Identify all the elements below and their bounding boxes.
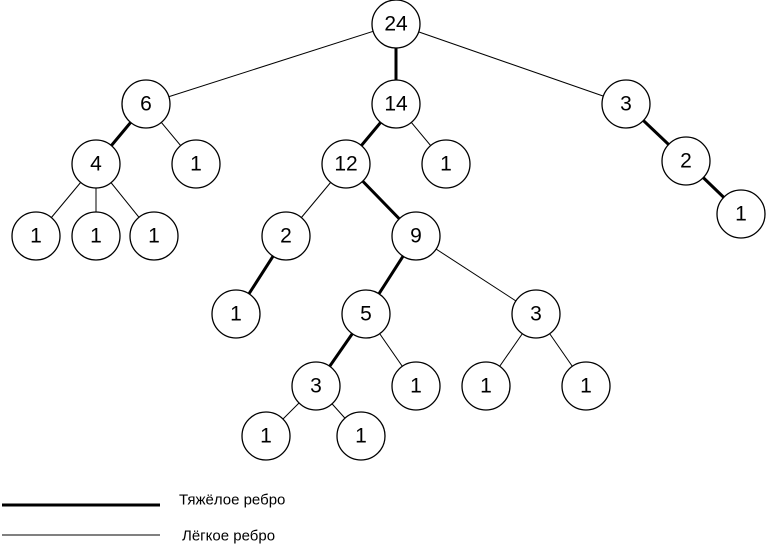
tree-node-n5: 1 (171, 139, 221, 189)
node-circle (121, 79, 171, 129)
tree-node-n15: 1 (211, 289, 261, 339)
node-value-label: 1 (30, 225, 42, 248)
tree-node-n0: 24 (371, 0, 421, 49)
node-circle (291, 361, 341, 411)
node-value-label: 3 (310, 375, 322, 398)
node-value-label: 1 (580, 375, 592, 398)
node-value-label: 2 (280, 225, 292, 248)
tree-node-n4: 4 (71, 139, 121, 189)
node-value-label: 1 (260, 425, 272, 448)
node-circle (661, 136, 711, 186)
node-value-label: 1 (480, 375, 492, 398)
node-circle (391, 211, 441, 261)
node-value-label: 1 (410, 375, 422, 398)
node-circle (171, 139, 221, 189)
tree-node-n12: 2 (261, 211, 311, 261)
node-circle (371, 0, 421, 49)
node-circle (71, 139, 121, 189)
node-circle (336, 411, 386, 461)
node-value-label: 4 (90, 153, 102, 176)
light-edge-n0-n1 (145, 23, 397, 105)
node-value-label: 3 (620, 93, 632, 116)
node-circle (321, 139, 371, 189)
node-value-label: 1 (90, 225, 102, 248)
tree-node-n14: 1 (716, 189, 766, 239)
tree-node-n6: 12 (321, 139, 371, 189)
tree-node-n2: 14 (371, 79, 421, 129)
legend-light-label: Лёгкое ребро (182, 528, 275, 545)
tree-node-n1: 6 (121, 79, 171, 129)
node-circle (511, 289, 561, 339)
node-value-label: 1 (148, 225, 160, 248)
legend: Тяжёлое ребро Лёгкое ребро (2, 492, 285, 545)
node-circle (461, 361, 511, 411)
tree-node-n22: 1 (241, 411, 291, 461)
node-circle (716, 189, 766, 239)
node-circle (71, 211, 121, 261)
tree-node-n3: 3 (601, 79, 651, 129)
node-value-label: 3 (530, 303, 542, 326)
node-value-label: 1 (230, 303, 242, 326)
tree-node-n19: 1 (391, 361, 441, 411)
node-value-label: 6 (140, 93, 152, 116)
tree-node-n10: 1 (71, 211, 121, 261)
node-circle (601, 79, 651, 129)
tree-node-n20: 1 (461, 361, 511, 411)
tree-node-n17: 3 (511, 289, 561, 339)
tree-node-n23: 1 (336, 411, 386, 461)
node-value-label: 2 (680, 150, 692, 173)
node-circle (241, 411, 291, 461)
tree-node-n13: 9 (391, 211, 441, 261)
tree-node-n11: 1 (129, 211, 179, 261)
tree-node-n16: 5 (341, 289, 391, 339)
node-circle (421, 139, 471, 189)
light-edge-n0-n3 (395, 23, 627, 105)
node-value-label: 12 (334, 153, 357, 176)
node-value-label: 1 (190, 153, 202, 176)
node-circle (261, 211, 311, 261)
node-value-label: 9 (410, 225, 422, 248)
node-circle (129, 211, 179, 261)
tree-node-n18: 3 (291, 361, 341, 411)
node-circle (11, 211, 61, 261)
node-value-label: 1 (735, 203, 747, 226)
node-circle (211, 289, 261, 339)
tree-node-n7: 1 (421, 139, 471, 189)
tree-node-n9: 1 (11, 211, 61, 261)
node-value-label: 1 (440, 153, 452, 176)
node-circle (341, 289, 391, 339)
legend-heavy-label: Тяжёлое ребро (179, 492, 285, 509)
node-value-label: 24 (384, 13, 408, 36)
tree-node-n8: 2 (661, 136, 711, 186)
node-circle (391, 361, 441, 411)
node-value-label: 14 (384, 93, 408, 116)
node-value-label: 5 (360, 303, 372, 326)
tree-node-n21: 1 (561, 361, 611, 411)
node-value-label: 1 (355, 425, 367, 448)
node-circle (371, 79, 421, 129)
node-circle (561, 361, 611, 411)
